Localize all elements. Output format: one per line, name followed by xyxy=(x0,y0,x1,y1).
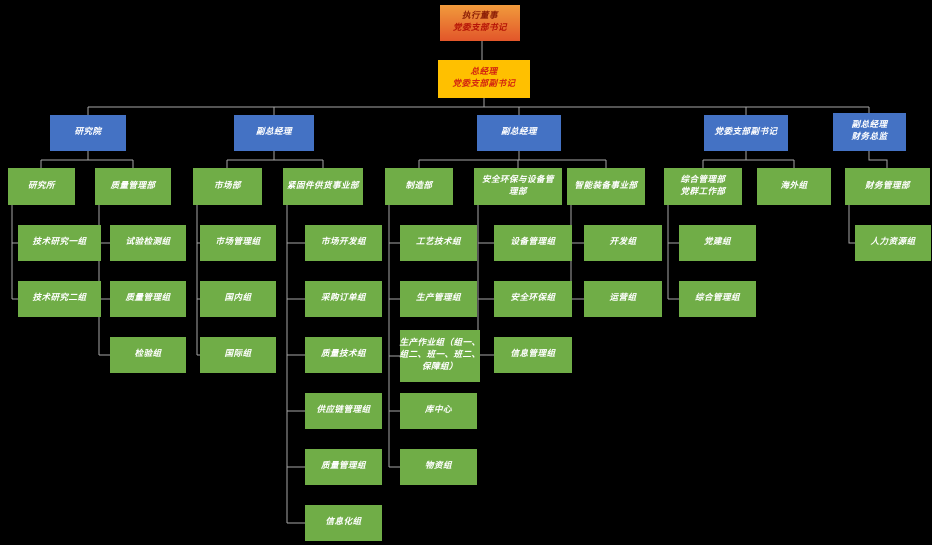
org-node-label: 技术研究一组 xyxy=(32,237,87,248)
org-node-general-manager[interactable]: 总经理党委支部副书记 xyxy=(438,60,530,98)
org-node-label: 采购订单组 xyxy=(320,293,366,304)
org-node-warehouse-center[interactable]: 库中心 xyxy=(400,393,477,429)
org-node-operations-group[interactable]: 运营组 xyxy=(584,281,662,317)
org-node-label: 质量技术组 xyxy=(320,349,366,360)
org-node-quality-mgmt-1[interactable]: 质量管理组 xyxy=(110,281,186,317)
org-node-label: 试验检测组 xyxy=(125,237,171,248)
org-node-label: 党委支部副书记 xyxy=(714,127,778,138)
org-node-label: 党群工作部 xyxy=(680,186,726,197)
org-node-label: 智能装备事业部 xyxy=(574,180,638,191)
org-node-label: 信息化组 xyxy=(325,517,362,528)
org-node-label: 组二、班一、班二、 xyxy=(399,350,481,361)
org-node-supply-division[interactable]: 紧固件供货事业部 xyxy=(283,168,363,205)
org-node-quality-mgmt-2[interactable]: 质量管理组 xyxy=(305,449,382,485)
org-node-label: 质量管理部 xyxy=(110,180,156,191)
org-node-label: 综合管理部 xyxy=(680,174,726,185)
org-node-label: 生产管理组 xyxy=(415,293,461,304)
org-node-label: 副总经理 xyxy=(500,127,537,138)
org-node-vp-2[interactable]: 副总经理 xyxy=(477,115,561,151)
org-node-label: 副总经理 xyxy=(255,127,292,138)
org-node-label: 保障组） xyxy=(421,361,458,372)
org-node-label: 供应链管理组 xyxy=(316,405,371,416)
org-node-label: 库中心 xyxy=(424,405,452,416)
org-node-label: 检验组 xyxy=(134,349,162,360)
org-node-label: 财务管理部 xyxy=(864,180,910,191)
org-node-label: 国际组 xyxy=(224,349,252,360)
org-node-party-deputy[interactable]: 党委支部副书记 xyxy=(704,115,788,151)
org-node-label: 开发组 xyxy=(609,237,637,248)
org-node-label: 运营组 xyxy=(609,293,637,304)
org-node-production-teams[interactable]: 生产作业组（组一、组二、班一、班二、保障组） xyxy=(400,330,480,382)
org-node-market-dev[interactable]: 市场开发组 xyxy=(305,225,382,261)
org-node-label: 党建组 xyxy=(703,237,731,248)
org-node-research-academy[interactable]: 研究院 xyxy=(50,115,126,151)
org-node-finance-dept[interactable]: 财务管理部 xyxy=(845,168,930,205)
org-node-safety-equip-dept[interactable]: 安全环保与设备管理部 xyxy=(474,168,562,205)
org-node-marketing-dept[interactable]: 市场部 xyxy=(193,168,262,205)
org-node-label: 工艺技术组 xyxy=(415,237,461,248)
org-node-label: 设备管理组 xyxy=(510,237,556,248)
org-node-label: 海外组 xyxy=(780,180,808,191)
org-node-equipment-mgmt[interactable]: 设备管理组 xyxy=(494,225,572,261)
org-node-label: 总经理 xyxy=(470,67,498,78)
connector-line xyxy=(868,151,888,168)
org-node-tech-research-1[interactable]: 技术研究一组 xyxy=(18,225,101,261)
org-node-test-inspection[interactable]: 试验检测组 xyxy=(110,225,186,261)
org-node-materials-group[interactable]: 物资组 xyxy=(400,449,477,485)
org-node-label: 质量管理组 xyxy=(320,461,366,472)
org-node-label: 信息管理组 xyxy=(510,349,556,360)
org-node-inspection-group[interactable]: 检验组 xyxy=(110,337,186,373)
org-node-label: 国内组 xyxy=(224,293,252,304)
org-node-quality-tech[interactable]: 质量技术组 xyxy=(305,337,382,373)
org-node-production-mgmt[interactable]: 生产管理组 xyxy=(400,281,477,317)
org-node-label: 安全环保与设备管 xyxy=(481,174,554,185)
org-node-label: 党委支部书记 xyxy=(452,23,507,33)
org-node-label: 理部 xyxy=(508,186,527,197)
org-node-label: 安全环保组 xyxy=(510,293,556,304)
org-node-chairman[interactable]: 执行董事党委支部书记 xyxy=(440,5,520,41)
org-node-label: 党委支部副书记 xyxy=(452,79,516,89)
org-node-tech-research-2[interactable]: 技术研究二组 xyxy=(18,281,101,317)
org-node-process-tech[interactable]: 工艺技术组 xyxy=(400,225,477,261)
org-node-research-institute[interactable]: 研究所 xyxy=(8,168,75,205)
org-node-label: 质量管理组 xyxy=(125,293,171,304)
org-node-international-group[interactable]: 国际组 xyxy=(200,337,276,373)
org-node-label: 研究院 xyxy=(74,127,102,138)
org-node-label: 物资组 xyxy=(424,461,452,472)
org-node-label: 综合管理组 xyxy=(694,293,740,304)
org-node-party-building[interactable]: 党建组 xyxy=(679,225,756,261)
org-node-label: 紧固件供货事业部 xyxy=(286,180,359,191)
org-node-safety-env-group[interactable]: 安全环保组 xyxy=(494,281,572,317)
org-node-admin-party-dept[interactable]: 综合管理部党群工作部 xyxy=(664,168,742,205)
org-node-quality-dept[interactable]: 质量管理部 xyxy=(95,168,171,205)
org-node-vp-cfo[interactable]: 副总经理财务总监 xyxy=(833,113,906,151)
org-node-equip-division[interactable]: 智能装备事业部 xyxy=(567,168,645,205)
org-node-label: 技术研究二组 xyxy=(32,293,87,304)
org-node-development-group[interactable]: 开发组 xyxy=(584,225,662,261)
org-node-admin-mgmt[interactable]: 综合管理组 xyxy=(679,281,756,317)
org-node-label: 市场管理组 xyxy=(215,237,261,248)
org-node-manufacturing-dept[interactable]: 制造部 xyxy=(385,168,453,205)
org-node-label: 生产作业组（组一、 xyxy=(399,338,481,349)
org-node-purchase-order[interactable]: 采购订单组 xyxy=(305,281,382,317)
org-node-label: 制造部 xyxy=(405,180,433,191)
org-node-label: 市场部 xyxy=(213,180,241,191)
org-node-informatization[interactable]: 信息化组 xyxy=(305,505,382,541)
org-node-label: 研究所 xyxy=(27,180,55,191)
org-node-vp-1[interactable]: 副总经理 xyxy=(234,115,314,151)
org-node-overseas-group[interactable]: 海外组 xyxy=(757,168,831,205)
org-node-market-mgmt[interactable]: 市场管理组 xyxy=(200,225,276,261)
org-node-label: 执行董事 xyxy=(461,11,498,22)
org-node-info-mgmt[interactable]: 信息管理组 xyxy=(494,337,572,373)
org-node-supply-chain[interactable]: 供应链管理组 xyxy=(305,393,382,429)
org-node-hr-group[interactable]: 人力资源组 xyxy=(855,225,931,261)
org-node-label: 财务总监 xyxy=(851,132,888,142)
org-node-label: 市场开发组 xyxy=(320,237,366,248)
org-node-domestic-group[interactable]: 国内组 xyxy=(200,281,276,317)
org-node-label: 副总经理 xyxy=(851,120,888,131)
org-node-label: 人力资源组 xyxy=(870,237,916,248)
